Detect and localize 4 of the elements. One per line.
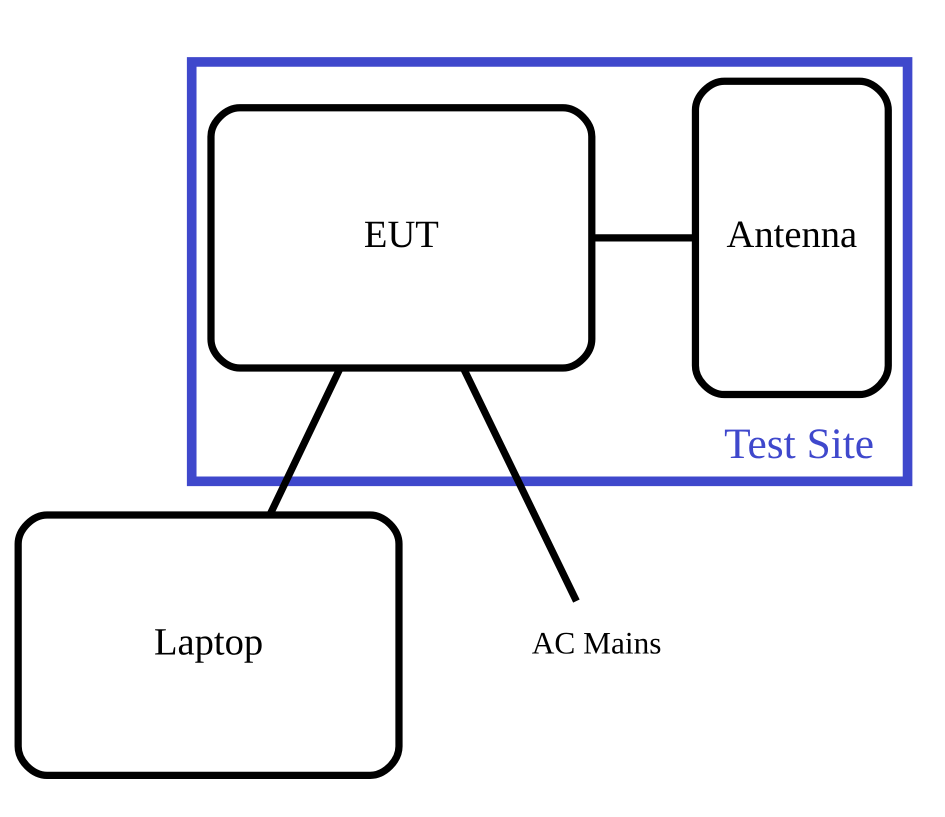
node-box: Antenna: [692, 77, 892, 398]
node-box: EUT: [207, 104, 596, 372]
node-text: AC Mains: [532, 624, 662, 660]
node-box: Laptop: [14, 510, 403, 778]
